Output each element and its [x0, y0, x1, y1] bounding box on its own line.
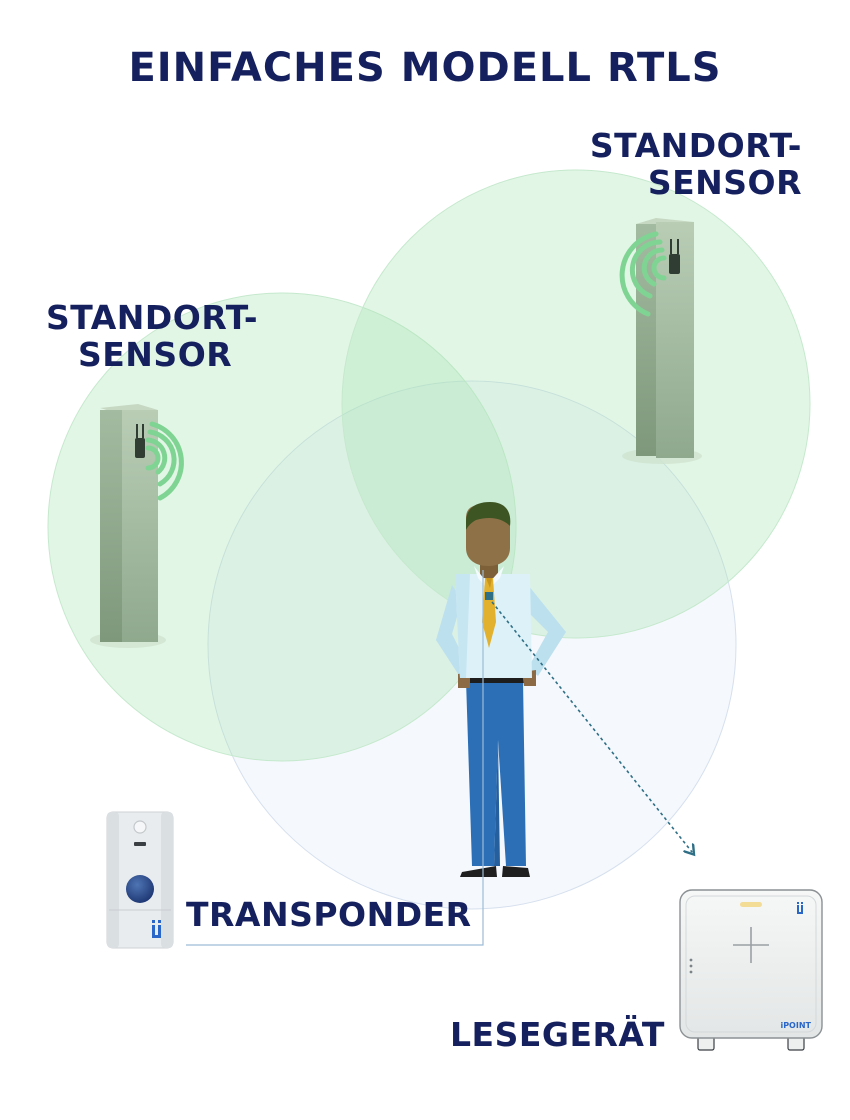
sensor-right-antenna-icon [669, 239, 680, 274]
transponder-label: TRANSPONDER [186, 895, 472, 934]
reader-brand-label: iPOINT [780, 1021, 811, 1030]
sensor-right-wifi-waves-icon [619, 231, 667, 317]
page-title: EINFACHES MODELL RTLS [128, 45, 722, 91]
sensor-right-label-line2: SENSOR [647, 162, 802, 202]
sensor-left-range-circle [47, 292, 517, 762]
reader-crosshair-icon [733, 927, 769, 963]
sensor-right-range-circle [341, 169, 811, 639]
signal-dotted-line [491, 601, 692, 852]
sensor-left-label-line2: SENSOR [78, 334, 233, 374]
sensor-right-label-line1: STANDORT- [589, 126, 802, 165]
sensor-left-label-line1: STANDORT- [46, 298, 259, 337]
sensor-right-label: STANDORT- SENSOR [589, 126, 802, 202]
transponder-ij-logo-icon [152, 920, 161, 938]
person-figure [436, 502, 566, 877]
reader-label: LESEGERÄT [450, 1015, 665, 1054]
sensor-left [90, 404, 184, 648]
reader-ij-logo-icon [797, 902, 803, 914]
transponder-button-icon [126, 875, 154, 903]
reader-device: iPOINT [679, 889, 823, 1051]
transponder-callout-line [186, 570, 484, 946]
transponder-device [106, 811, 174, 949]
sensor-right [619, 218, 702, 464]
sensor-left-antenna-icon [135, 424, 145, 458]
sensor-left-wifi-waves-icon [145, 421, 184, 501]
reader-status-leds-icon [689, 958, 693, 974]
sensor-left-label: STANDORT- SENSOR [46, 298, 259, 374]
